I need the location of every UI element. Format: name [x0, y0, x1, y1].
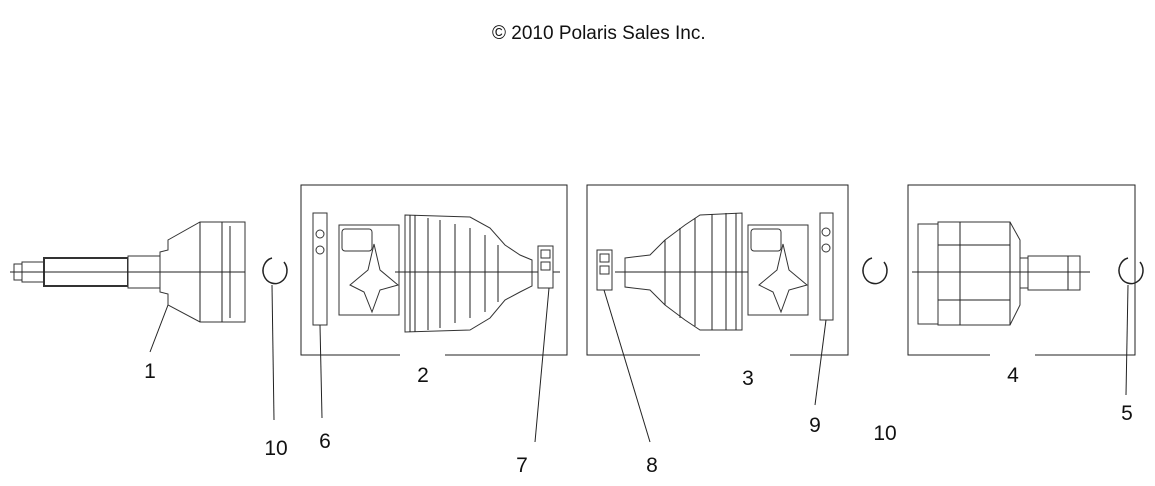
leader-line	[319, 324, 323, 419]
callout-7: 7	[516, 454, 528, 477]
retaining-ring-icon[interactable]	[262, 257, 288, 285]
callout-9: 9	[809, 414, 821, 437]
leader-line	[149, 304, 169, 353]
callout-3: 3	[742, 367, 754, 390]
small-boot-clamp-7[interactable]	[537, 245, 554, 289]
callout-4: 4	[1007, 364, 1019, 387]
leader-line	[1125, 284, 1129, 396]
small-boot-clamp-8[interactable]	[596, 249, 613, 291]
inner-cv-joint[interactable]	[912, 221, 1090, 326]
large-boot-clamp-9[interactable]	[819, 212, 834, 321]
kit-box-2	[300, 184, 568, 356]
leader-line	[534, 287, 550, 443]
leader-line	[814, 319, 827, 406]
boot-inner[interactable]	[615, 212, 750, 331]
callout-5: 5	[1121, 402, 1133, 425]
grease-packet-kit	[747, 224, 809, 316]
grease-packet-kit	[338, 224, 400, 316]
leader-line	[603, 289, 651, 443]
kit-box-3	[586, 184, 849, 356]
callout-10-left: 10	[264, 437, 287, 460]
kit-box-4	[907, 184, 1136, 356]
callout-1: 1	[144, 360, 156, 383]
retaining-ring-icon[interactable]	[862, 257, 888, 285]
circlip-icon[interactable]	[1118, 257, 1144, 285]
boot-outer[interactable]	[395, 214, 560, 333]
leader-line	[271, 284, 275, 421]
outer-cv-joint[interactable]	[10, 221, 246, 323]
large-boot-clamp-6[interactable]	[312, 212, 328, 326]
callout-2: 2	[417, 364, 429, 387]
copyright-text: © 2010 Polaris Sales Inc.	[492, 23, 706, 44]
callout-10-right: 10	[873, 422, 896, 445]
callout-8: 8	[646, 454, 658, 477]
callout-6: 6	[319, 430, 331, 453]
